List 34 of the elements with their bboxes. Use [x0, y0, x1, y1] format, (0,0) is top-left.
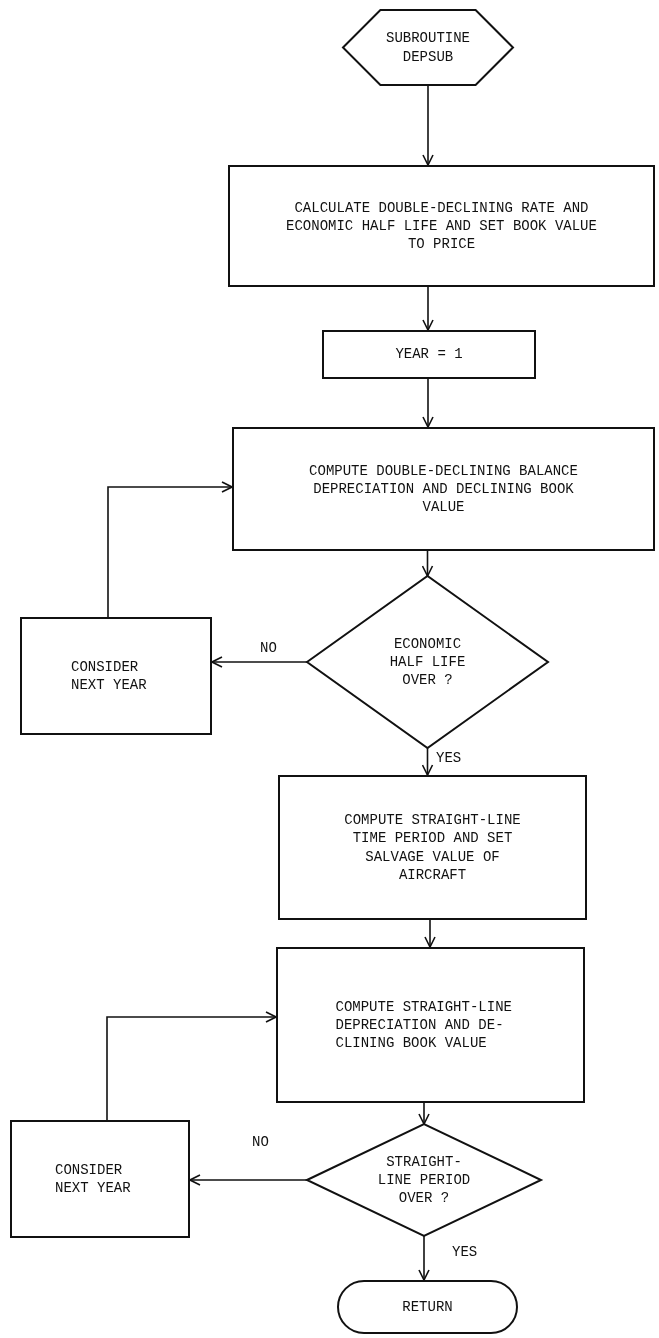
node-text: COMPUTE STRAIGHT-LINE DEPRECIATION AND DE- CLINING BOOK VALUE — [335, 997, 513, 1053]
node-text: STRAIGHT- LINE PERIOD OVER ? — [376, 1152, 472, 1208]
node-text: CONSIDER NEXT YEAR — [55, 1160, 132, 1198]
arrow — [211, 656, 308, 668]
start-hexagon — [343, 10, 513, 85]
process-box — [276, 947, 585, 1103]
node-text: COMPUTE STRAIGHT-LINE TIME PERIOD AND SET SALVAGE VALUE OF AIRCRAFT — [343, 811, 522, 884]
terminal-box — [337, 1280, 518, 1334]
node-text: CALCULATE DOUBLE-DECLINING RATE AND ECONOMIC HALF LIFE AND SET BOOK VALUE TO PRICE — [285, 198, 598, 254]
arrow — [422, 378, 434, 428]
arrow — [189, 1174, 308, 1186]
node-text: CONSIDER NEXT YEAR — [71, 657, 148, 695]
node-text: RETURN — [401, 1297, 454, 1317]
decision-diamond — [307, 576, 548, 748]
node-text: YEAR = 1 — [394, 345, 464, 364]
process-box — [278, 775, 587, 920]
process-box — [232, 427, 655, 551]
process-box — [20, 617, 212, 735]
arrow — [422, 84, 434, 166]
node-text: ECONOMIC HALF LIFE OVER ? — [388, 634, 467, 690]
arrow — [421, 747, 434, 776]
node-text: COMPUTE DOUBLE-DECLINING BALANCE DEPRECIATION AND DECLINING BOOK VALUE — [308, 461, 579, 517]
arrow — [421, 550, 434, 577]
process-box — [10, 1120, 190, 1238]
process-box — [228, 165, 655, 287]
arrow — [106, 1011, 277, 1121]
arrow — [424, 919, 436, 948]
process-box — [322, 330, 536, 379]
arrow — [418, 1235, 430, 1281]
arrow — [418, 1102, 430, 1125]
node-text: SUBROUTINE DEPSUB — [385, 29, 471, 66]
arrow — [422, 286, 434, 331]
decision-diamond — [307, 1124, 541, 1236]
arrow — [107, 481, 233, 618]
